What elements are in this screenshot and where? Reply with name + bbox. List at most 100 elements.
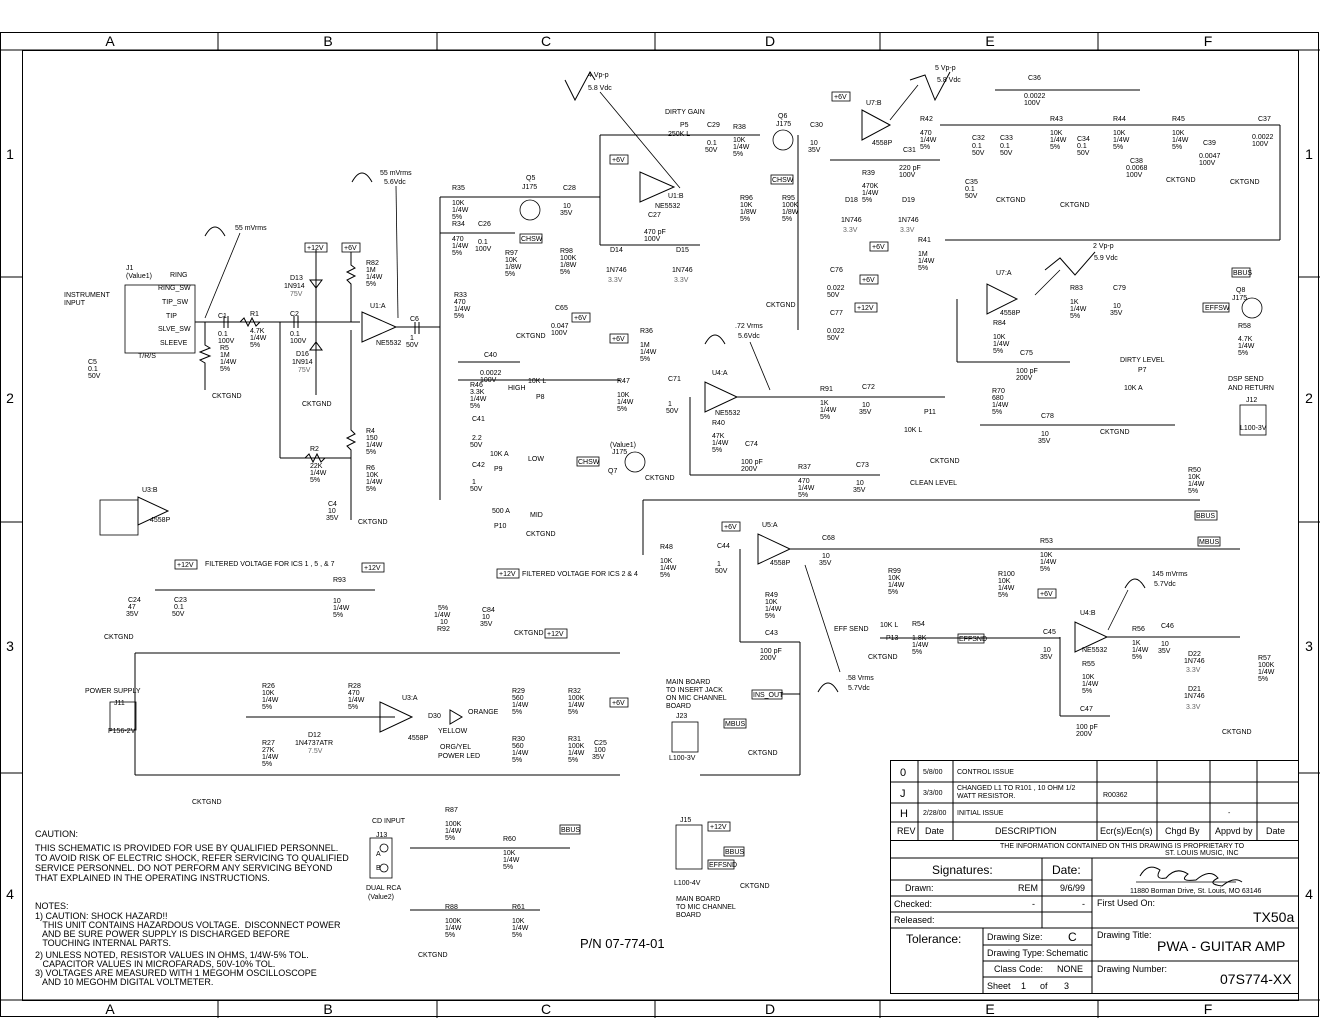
svg-text:+12V: +12V — [307, 245, 324, 252]
svg-text:C43: C43 — [765, 630, 778, 637]
svg-text:10K: 10K — [512, 918, 525, 925]
caution-title: CAUTION: — [35, 829, 78, 839]
main-board-1-line-1: MAIN BOARD — [666, 679, 710, 686]
rev-row-0-desc: CONTROL ISSUE — [957, 769, 1014, 776]
svg-text:50V: 50V — [715, 568, 728, 575]
svg-text:LOW: LOW — [528, 456, 544, 463]
transistor-q7 — [624, 451, 646, 473]
svg-text:50V: 50V — [1077, 150, 1090, 157]
rev-row-1-desc-b: WATT RESISTOR. — [957, 793, 1016, 800]
signatures-label: Signatures: — [932, 863, 993, 877]
svg-text:10K: 10K — [1113, 130, 1126, 137]
svg-text:5%: 5% — [993, 348, 1003, 355]
svg-text:5%: 5% — [998, 592, 1008, 599]
svg-text:R92: R92 — [437, 626, 450, 633]
svg-text:R50: R50 — [1188, 467, 1201, 474]
svg-text:R6: R6 — [366, 465, 375, 472]
svg-text:1K: 1K — [1070, 299, 1079, 306]
svg-text:2.2: 2.2 — [472, 435, 482, 442]
svg-text:R36: R36 — [640, 328, 653, 335]
svg-text:10K: 10K — [733, 137, 746, 144]
svg-text:L100-3V: L100-3V — [669, 755, 696, 762]
wave-1-label: 55 mVrms — [235, 225, 267, 232]
svg-text:10: 10 — [440, 619, 448, 626]
svg-text:1/8W: 1/8W — [560, 262, 577, 269]
svg-text:+6V: +6V — [574, 315, 587, 322]
svg-text:5%: 5% — [992, 409, 1002, 416]
svg-text:1/4W: 1/4W — [348, 697, 365, 704]
opamp-u3b-box — [99, 499, 139, 536]
sheet-count: 3 — [1064, 981, 1069, 991]
svg-text:BBUS: BBUS — [1196, 513, 1215, 520]
transistor-q5 — [519, 199, 541, 221]
svg-text:Q6: Q6 — [778, 113, 787, 120]
svg-text:C28: C28 — [563, 185, 576, 192]
svg-text:CHSW: CHSW — [578, 459, 600, 466]
svg-text:100V: 100V — [899, 172, 916, 179]
svg-text:3.3V: 3.3V — [674, 277, 689, 284]
svg-text:4558P: 4558P — [872, 140, 893, 147]
svg-text:C2: C2 — [290, 311, 299, 318]
date-label: Date: — [1052, 863, 1081, 877]
main-board-2-line-2: TO MIC CHANNEL — [676, 904, 736, 911]
drawing-title-label: Drawing Title: — [1097, 930, 1152, 940]
svg-text:1M: 1M — [366, 267, 376, 274]
input-jack-j1 — [124, 284, 196, 354]
svg-text:MBUS: MBUS — [725, 721, 746, 728]
svg-text:50V: 50V — [470, 486, 483, 493]
waveform-7 — [817, 682, 839, 693]
title-block: THE INFORMATION CONTAINED ON THIS DRAWIN… — [890, 840, 1299, 994]
svg-text:5%: 5% — [733, 151, 743, 158]
zone-col-b: B — [323, 33, 332, 49]
svg-text:1/4W: 1/4W — [1132, 647, 1149, 654]
svg-text:CKTGND: CKTGND — [930, 458, 960, 465]
svg-text:1N746: 1N746 — [606, 267, 627, 274]
svg-text:D30: D30 — [428, 713, 441, 720]
svg-text:R54: R54 — [912, 621, 925, 628]
outer-border — [0, 32, 1319, 1017]
svg-text:10: 10 — [862, 402, 870, 409]
transistor-q8 — [1241, 297, 1263, 319]
svg-text:C40: C40 — [484, 352, 497, 359]
svg-text:1M: 1M — [640, 342, 650, 349]
svg-text:10: 10 — [856, 480, 864, 487]
svg-text:R84: R84 — [993, 320, 1006, 327]
svg-text:R93: R93 — [333, 577, 346, 584]
svg-text:+6V: +6V — [1040, 591, 1053, 598]
svg-text:1N746: 1N746 — [1184, 658, 1205, 665]
dsp-send-label: DSP SEND — [1228, 376, 1264, 383]
svg-text:100V: 100V — [1252, 141, 1269, 148]
zone-row-1-right: 1 — [1305, 146, 1313, 162]
svg-text:R61: R61 — [512, 904, 525, 911]
svg-text:R55: R55 — [1082, 661, 1095, 668]
svg-text:C46: C46 — [1161, 623, 1174, 630]
svg-text:50V: 50V — [88, 373, 101, 380]
svg-text:C47: C47 — [1080, 706, 1093, 713]
svg-text:1/4W: 1/4W — [640, 349, 657, 356]
svg-text:1/4W: 1/4W — [660, 565, 677, 572]
svg-text:10: 10 — [482, 614, 490, 621]
rev-header-appvd: Appvd by — [1215, 826, 1253, 836]
svg-text:C24: C24 — [128, 597, 141, 604]
svg-text:1N746: 1N746 — [672, 267, 693, 274]
note-line-6: CAPACITOR VALUES IN MICROFARADS, 50V-10%… — [35, 959, 275, 969]
waveform-4 — [909, 71, 951, 102]
svg-text:C68: C68 — [822, 535, 835, 542]
svg-text:1/4W: 1/4W — [512, 702, 529, 709]
svg-text:CKTGND: CKTGND — [1230, 179, 1260, 186]
svg-text:CKTGND: CKTGND — [748, 750, 778, 757]
svg-text:J23: J23 — [676, 713, 687, 720]
caution-line-3: SERVICE PERSONNEL. DO NOT PERFORM ANY SE… — [35, 863, 333, 873]
svg-text:1/4W: 1/4W — [1238, 343, 1255, 350]
svg-text:+6V: +6V — [862, 277, 875, 284]
svg-text:5%: 5% — [660, 572, 670, 579]
svg-text:C37: C37 — [1258, 116, 1271, 123]
svg-text:100V: 100V — [551, 330, 568, 337]
svg-text:200V: 200V — [760, 655, 777, 662]
svg-text:R47: R47 — [617, 378, 630, 385]
svg-text:1/4W: 1/4W — [366, 274, 383, 281]
svg-text:100 pF: 100 pF — [760, 648, 782, 655]
svg-text:200V: 200V — [741, 466, 758, 473]
svg-text:C1: C1 — [218, 313, 227, 320]
